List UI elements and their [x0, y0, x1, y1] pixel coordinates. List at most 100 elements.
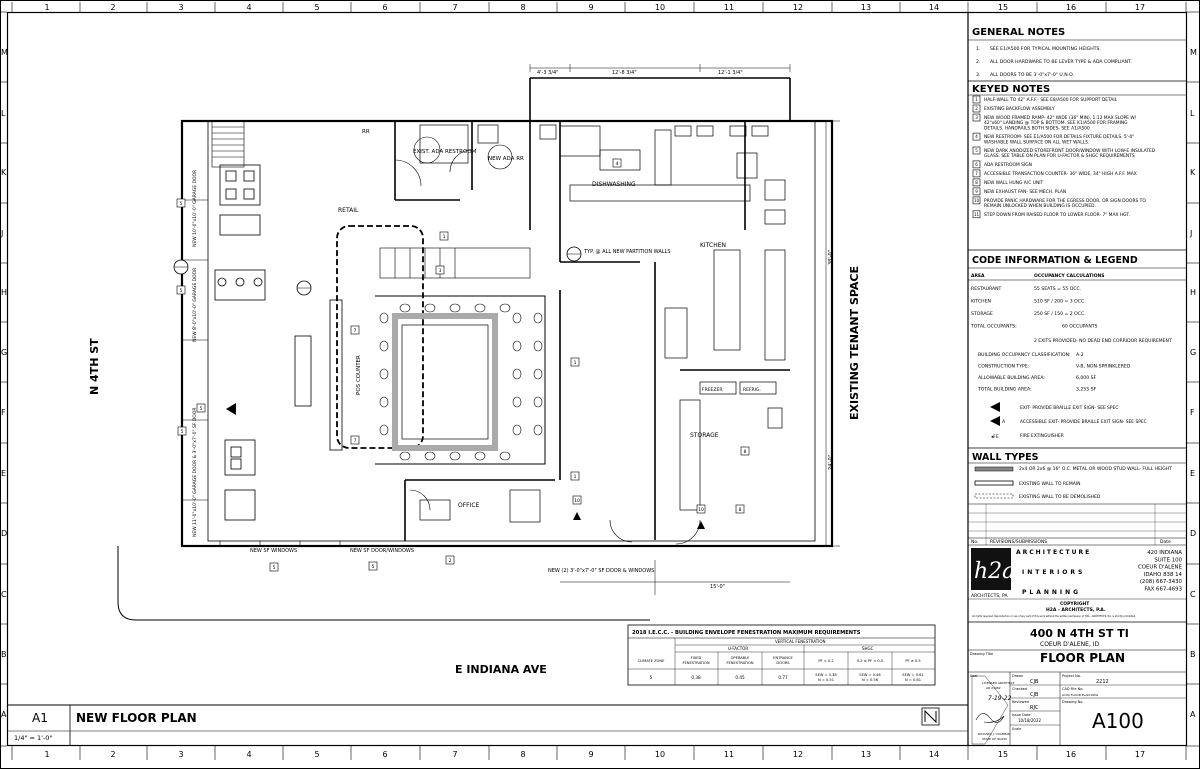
keyed-note-text: HALF-WALL TO 42" A.F.F.- SEE E8/A500 FOR…: [984, 97, 1118, 103]
keyed-note-text: NEW WALL HUNG A/C UNIT: [984, 180, 1044, 186]
garage-door-mid: NEW 8'-0"x10'-0" GARAGE DOOR: [192, 268, 198, 342]
project-city: COEUR D'ALENE, ID: [1040, 641, 1100, 648]
keyed-note-tag-number: 5: [372, 564, 375, 570]
dim-bottom: 15'-0": [710, 584, 725, 590]
floor-plan: [117, 64, 840, 621]
grid-col-bottom: 13: [861, 750, 871, 759]
firm-address-line: SUITE 100: [1154, 557, 1182, 563]
grid-col-bottom: 4: [246, 750, 251, 759]
copyright-firm: H2A - ARCHITECTS, P.A.: [1046, 607, 1106, 613]
keyed-note-number: 2: [975, 106, 978, 111]
keyed-note-number: 1: [975, 97, 978, 102]
bar-stool: [474, 451, 486, 461]
bar-stool: [533, 424, 543, 436]
bar-stool: [379, 340, 389, 352]
grid-col-bottom: 15: [998, 750, 1008, 759]
grid-col-bottom: 2: [110, 750, 115, 759]
code-occupancy: 510 SF / 200 = 3 OCC.: [1034, 299, 1086, 305]
grid-col-bottom: 5: [314, 750, 319, 759]
fen-shgc: SHGC: [862, 646, 874, 651]
keyed-note-box: [972, 169, 981, 178]
keyed-note-tag: [196, 403, 206, 413]
keyed-note-number: 8: [975, 180, 978, 185]
grid-row-left: G: [1, 348, 7, 357]
keyed-note-tag-number: 4: [616, 161, 619, 167]
code-info-value: 3,255 SF: [1076, 387, 1097, 393]
fen-title: 2018 I.E.C.C. - BUILDING ENVELOPE FENEST…: [632, 630, 861, 636]
accessible-exit-letter: A: [1002, 419, 1006, 425]
bar-stool: [533, 340, 543, 352]
firm-word-3: PLANNING: [1022, 589, 1081, 596]
code-occupancy: 55 SEATS = 55 OCC.: [1034, 286, 1081, 292]
plan-labels: N 4TH ST E INDIANA AVE EXISTING TENANT S…: [88, 70, 861, 676]
code-information: CODE INFORMATION & LEGEND AREA OCCUPANCY…: [968, 249, 1186, 440]
bottom-title-bar: A1 NEW FLOOR PLAN 1/4" = 1'-0": [7, 704, 968, 746]
accessible-exit-icon: [990, 416, 1000, 426]
keyed-note-tag-number: 5: [180, 288, 183, 294]
dim-right2: 24'-0": [828, 455, 834, 470]
bar-stool: [424, 303, 436, 313]
legend-text: FIRE EXTINGUISHER: [1020, 433, 1064, 439]
keyed-note-text: NEW WOOD FRAMED RAMP- 42" WIDE (36" MIN)…: [984, 115, 1137, 131]
grid-col-top: 2: [110, 3, 115, 12]
grid-col-top: 15: [998, 3, 1008, 12]
keyed-note-box: [972, 146, 981, 155]
grid-row-right: H: [1190, 288, 1196, 297]
scale-label: Scale: [1012, 727, 1021, 731]
code-area: STORAGE: [971, 311, 993, 317]
sf-door2-label: NEW (2) 3'-0"x7'-0" SF DOOR & WINDOWS: [548, 568, 654, 574]
fen-value: 5: [650, 675, 653, 680]
keyed-note-tag-number: 8: [739, 507, 742, 513]
grid-row-right: K: [1190, 168, 1196, 177]
grid-col-bottom: 11: [724, 750, 734, 759]
keyed-note-tag: [570, 357, 580, 367]
keyed-notes-title: KEYED NOTES: [972, 84, 1050, 95]
keyed-note-box: [972, 160, 981, 169]
grid-col-top: 16: [1066, 3, 1076, 12]
grid-col-bottom: 12: [793, 750, 803, 759]
drawing-title-label: Drawing Title: [970, 652, 993, 656]
general-note-text: ALL DOORS TO BE 3'-0"x7'-0" U.N.O.: [990, 72, 1074, 78]
fen-head: FENESTRATION: [726, 661, 753, 665]
refrig-label: REFRIG.: [743, 387, 761, 393]
room-new-ada: NEW ADA RR: [488, 156, 524, 162]
fen-value: N = 0.56: [862, 678, 879, 682]
bar-stool: [533, 368, 543, 380]
grid-col-bottom: 10: [655, 750, 665, 759]
grid-col-top: 11: [724, 3, 734, 12]
firm-word-1: ARCHITECTURE: [1016, 549, 1091, 556]
code-exits: 2 EXITS PROVIDED- NO DEAD END CORRIDOR R…: [1034, 338, 1172, 344]
keyed-note-tag: [439, 231, 449, 241]
firm-address-line: 420 INDIANA: [1147, 550, 1182, 556]
fen-value: N = 0.51: [818, 678, 834, 682]
stamp-name: RICHARD J. COLEMAN: [978, 732, 1010, 736]
fen-head: FENESTRATION: [682, 661, 709, 665]
keyed-note-tag: [445, 555, 455, 565]
keyed-note-box: [972, 113, 981, 122]
firm-address-line: COEUR D'ALENE: [1138, 565, 1183, 571]
project-block: 400 N 4TH ST TI COEUR D'ALENE, ID Drawin…: [968, 621, 1186, 746]
keyed-note-tag-number: 5: [200, 406, 203, 412]
grid-row-right: M: [1190, 48, 1197, 57]
grid-col-top: 17: [1135, 3, 1145, 12]
rev-date: Date: [1160, 539, 1171, 545]
dim-1: 4'-3 3/4": [537, 70, 558, 76]
sf-door-label: NEW SF DOOR/WINDOWS: [350, 548, 414, 554]
keyed-note-box: [972, 104, 981, 113]
drawing-title: FLOOR PLAN: [1040, 651, 1125, 665]
room-dishwashing: DISHWASHING: [592, 181, 636, 188]
grid-row-right: A: [1190, 710, 1196, 719]
wall-types: WALL TYPES 2x4 OR 2x6 @ 16" O.C. METAL O…: [968, 447, 1186, 500]
general-note-text: ALL DOOR HARDWARE TO BE LEVER TYPE & ADA…: [990, 59, 1132, 65]
room-pos: POS COUNTER: [356, 355, 362, 395]
keyed-note-text: EXISTING BACKFLOW ASSEMBLY: [984, 106, 1055, 112]
firm-logo: h2a: [974, 559, 1015, 584]
wall-types-title: WALL TYPES: [972, 452, 1039, 463]
keyed-note-number: 11: [974, 212, 980, 217]
stamp-state: STATE OF IDAHO: [982, 737, 1007, 741]
grid-row-right: F: [1190, 408, 1195, 417]
keyed-note-tag: [572, 495, 582, 505]
firm-address-line: FAX 667-4693: [1144, 587, 1182, 593]
reviewed-label: Reviewed: [1012, 700, 1029, 704]
